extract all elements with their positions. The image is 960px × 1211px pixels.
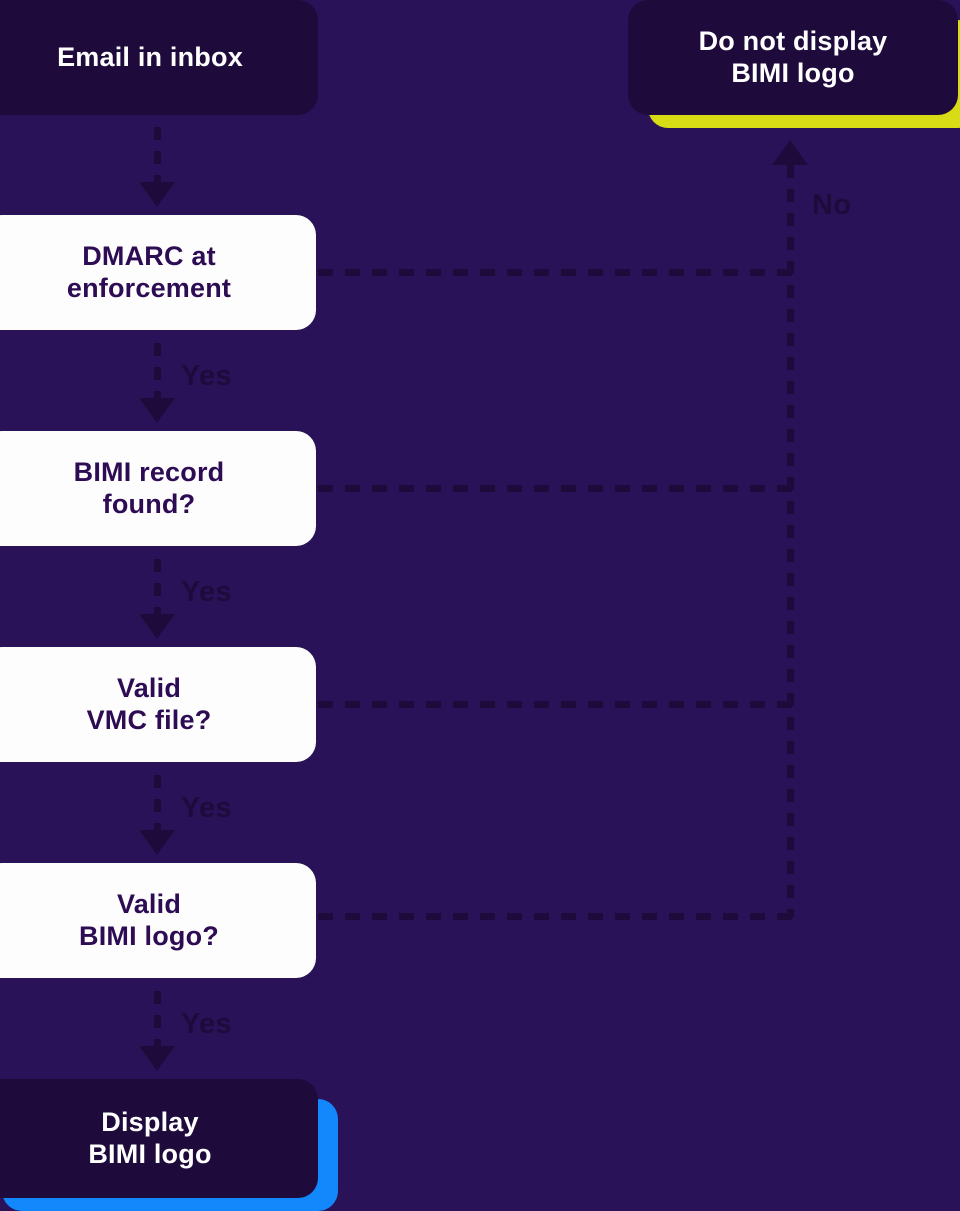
arrow-dmarc-to-record-icon bbox=[139, 398, 175, 423]
node-valid-bimi-logo: Valid BIMI logo? bbox=[0, 863, 316, 978]
arrow-no-to-do-not-display-icon bbox=[772, 140, 808, 165]
node-display-bimi-logo: Display BIMI logo bbox=[0, 1079, 318, 1198]
connector-record-to-vmc bbox=[154, 559, 161, 621]
connector-logo-no bbox=[318, 913, 794, 920]
connector-dmarc-no bbox=[318, 269, 794, 276]
arrow-record-to-vmc-icon bbox=[139, 614, 175, 639]
node-email-in-inbox: Email in inbox bbox=[0, 0, 318, 115]
edge-label-yes-dmarc: Yes bbox=[181, 360, 232, 392]
arrow-start-to-dmarc-icon bbox=[139, 182, 175, 207]
node-do-not-display-bimi-logo: Do not display BIMI logo bbox=[628, 0, 958, 115]
node-valid-vmc-file: Valid VMC file? bbox=[0, 647, 316, 762]
connector-record-no bbox=[318, 485, 794, 492]
node-bimi-record-found: BIMI record found? bbox=[0, 431, 316, 546]
connector-no-riser-corner bbox=[787, 911, 794, 918]
connector-vmc-no bbox=[318, 701, 794, 708]
edge-label-no: No bbox=[812, 189, 852, 221]
edge-label-yes-logo: Yes bbox=[181, 1008, 232, 1040]
edge-label-yes-record: Yes bbox=[181, 576, 232, 608]
connector-vmc-to-logo bbox=[154, 775, 161, 837]
node-dmarc-at-enforcement: DMARC at enforcement bbox=[0, 215, 316, 330]
connector-no-riser bbox=[787, 165, 794, 917]
edge-label-yes-vmc: Yes bbox=[181, 792, 232, 824]
connector-start-to-dmarc bbox=[154, 127, 161, 189]
arrow-logo-to-display-icon bbox=[139, 1046, 175, 1071]
arrow-vmc-to-logo-icon bbox=[139, 830, 175, 855]
connector-logo-to-display bbox=[154, 991, 161, 1053]
connector-dmarc-to-record bbox=[154, 343, 161, 405]
